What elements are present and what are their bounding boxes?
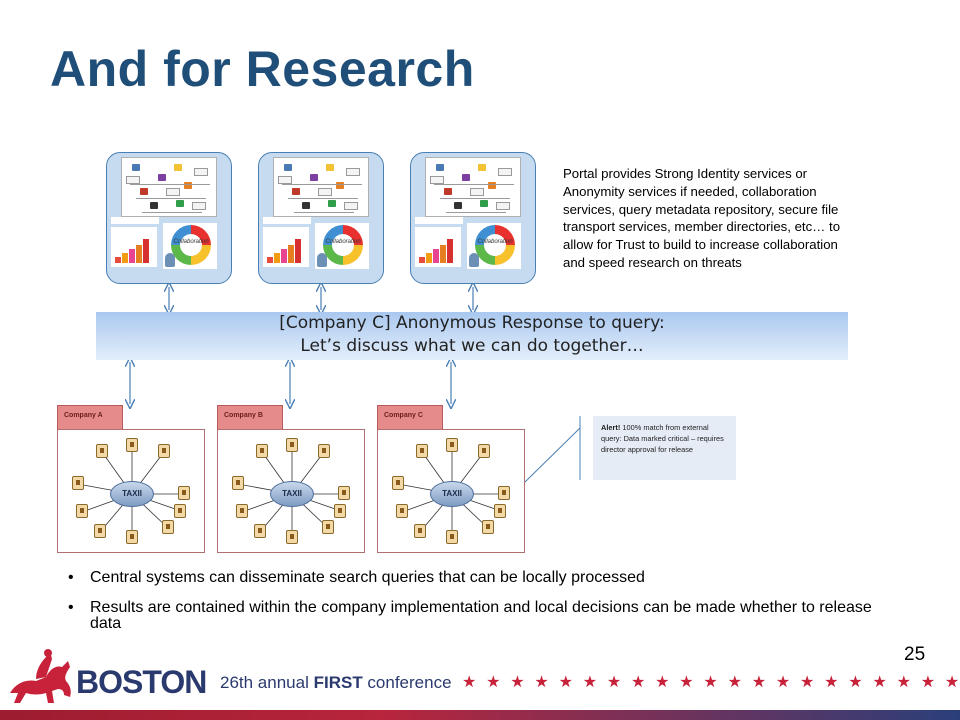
caption-strip [111, 217, 159, 224]
banner-line-2: Let’s discuss what we can do together… [300, 336, 644, 356]
caption-strip [263, 217, 311, 224]
document-node [162, 520, 174, 534]
collaboration-label: Collaboration [325, 239, 361, 245]
portal-tile-2: Collaboration [258, 152, 384, 284]
bullet-item: Results are contained within the company… [68, 600, 898, 632]
response-banner: [Company C] Anonymous Response to query:… [96, 312, 848, 360]
document-node [94, 524, 106, 538]
portal-tile-3: Collaboration [410, 152, 536, 284]
collaboration-label: Collaboration [477, 239, 513, 245]
document-node [338, 486, 350, 500]
company-tab: Company B [217, 405, 283, 429]
person-icon [165, 253, 175, 267]
workflow-screenshot [121, 157, 217, 217]
slide-title: And for Research [50, 41, 475, 97]
workflow-screenshot [273, 157, 369, 217]
bar-graphic [111, 227, 157, 267]
taxii-network: TAXII [217, 429, 365, 553]
document-node [178, 486, 190, 500]
bullet-list: Central systems can disseminate search q… [68, 570, 898, 646]
alert-callout-line [524, 427, 581, 483]
person-icon [317, 253, 327, 267]
alert-callout: Alert! 100% match from external query: D… [593, 416, 736, 480]
document-node [126, 530, 138, 544]
document-node [72, 476, 84, 490]
document-node [254, 524, 266, 538]
document-node [286, 438, 298, 452]
document-node [256, 444, 268, 458]
footer-bar [0, 710, 960, 720]
taxii-network: TAXII [57, 429, 205, 553]
company-tab: Company C [377, 405, 443, 429]
taxii-hub: TAXII [110, 481, 154, 507]
company-panel-c: Company C TAXII [377, 405, 525, 553]
document-node [478, 444, 490, 458]
page-number: 25 [904, 644, 926, 665]
horse-rider-logo-icon [10, 649, 71, 703]
document-node [232, 476, 244, 490]
document-node [286, 530, 298, 544]
company-panel-a: Company A TAXII [57, 405, 205, 553]
caption-strip [415, 217, 463, 224]
document-node [322, 520, 334, 534]
bar-graphic [415, 227, 461, 267]
document-node [236, 504, 248, 518]
document-node [158, 444, 170, 458]
document-node [416, 444, 428, 458]
footer-city: BOSTON [76, 664, 207, 700]
document-node [494, 504, 506, 518]
document-node [414, 524, 426, 538]
bar-graphic [263, 227, 309, 267]
taxii-hub: TAXII [430, 481, 474, 507]
conference-bold: FIRST [313, 673, 363, 692]
conference-suffix: conference [362, 673, 452, 692]
person-icon [469, 253, 479, 267]
document-node [126, 438, 138, 452]
company-panel-b: Company B TAXII [217, 405, 365, 553]
star-row-icon: ★★★★★★★★★★★★★★★★★★★★★★ [462, 674, 960, 691]
document-node [396, 504, 408, 518]
portal-description: Portal provides Strong Identity services… [563, 166, 841, 270]
document-node [174, 504, 186, 518]
document-node [334, 504, 346, 518]
taxii-hub: TAXII [270, 481, 314, 507]
alert-text: 100% match from external query: Data mar… [601, 423, 724, 454]
document-node [446, 438, 458, 452]
document-node [76, 504, 88, 518]
banner-line-1: [Company C] Anonymous Response to query: [279, 313, 665, 333]
document-node [392, 476, 404, 490]
collaboration-graphic: Collaboration [163, 223, 217, 269]
portal-tile-1: Collaboration [106, 152, 232, 284]
collaboration-graphic: Collaboration [467, 223, 521, 269]
workflow-screenshot [425, 157, 521, 217]
collaboration-graphic: Collaboration [315, 223, 369, 269]
bullet-item: Central systems can disseminate search q… [68, 570, 898, 587]
collaboration-label: Collaboration [173, 239, 209, 245]
document-node [498, 486, 510, 500]
document-node [446, 530, 458, 544]
company-tab: Company A [57, 405, 123, 429]
document-node [96, 444, 108, 458]
document-node [318, 444, 330, 458]
taxii-network: TAXII [377, 429, 525, 553]
alert-prefix: Alert! [601, 423, 621, 432]
conference-prefix: 26th annual [220, 673, 314, 692]
footer-conference: 26th annual FIRST conference [220, 673, 452, 693]
document-node [482, 520, 494, 534]
